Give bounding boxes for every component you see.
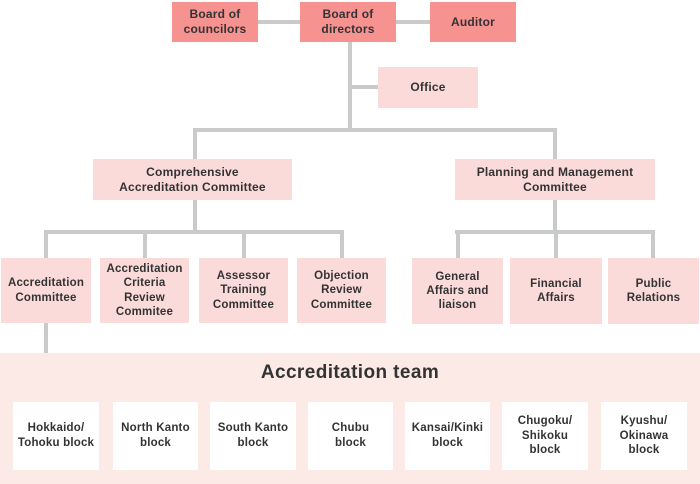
connector-line	[455, 230, 655, 234]
org-box-planning-and-management-committee: Planning and Management Committee	[455, 159, 655, 200]
connector-line	[396, 20, 430, 24]
team-block-chubu: Chubu block	[308, 402, 393, 470]
team-block-hokkaido-tohoku: Hokkaido/ Tohoku block	[13, 402, 99, 470]
connector-line	[44, 234, 48, 258]
org-box-general-affairs-and-liaison: General Affairs and liaison	[412, 258, 503, 324]
org-box-board-of-councilors: Board of councilors	[172, 2, 258, 42]
connector-line	[456, 234, 460, 258]
org-box-public-relations: Public Relations	[608, 258, 699, 324]
org-box-objection-review-committee: Objection Review Committee	[297, 258, 386, 323]
connector-line	[651, 234, 655, 258]
team-block-chugoku-shikoku: Chugoku/ Shikoku block	[502, 402, 588, 470]
org-box-financial-affairs: Financial Affairs	[510, 258, 602, 324]
org-box-comprehensive-accreditation-committee: Comprehensive Accreditation Committee	[93, 159, 292, 200]
connector-line	[553, 200, 557, 234]
org-box-office: Office	[378, 67, 478, 108]
connector-line	[554, 234, 558, 258]
org-box-accreditation-committee: Accreditation Committee	[1, 258, 91, 323]
connector-line	[143, 234, 147, 258]
team-block-north-kanto: North Kanto block	[113, 402, 198, 470]
team-block-kyushu-okinawa: Kyushu/ Okinawa block	[601, 402, 687, 470]
connector-line	[258, 20, 301, 24]
org-box-assessor-training-committee: Assessor Training Committee	[199, 258, 288, 323]
connector-line	[340, 234, 344, 258]
connector-line	[193, 132, 197, 159]
connector-line	[44, 230, 344, 234]
org-box-board-of-directors: Board of directors	[300, 2, 396, 42]
accreditation-team-title: Accreditation team	[260, 362, 440, 383]
connector-line	[553, 132, 557, 159]
connector-line	[193, 200, 197, 234]
org-box-accreditation-criteria-review-commitee: Accreditation Criteria Review Commitee	[100, 258, 189, 323]
team-block-kansai-kinki: Kansai/Kinki block	[405, 402, 490, 470]
connector-line	[348, 42, 352, 132]
connector-line	[193, 128, 557, 132]
org-box-auditor: Auditor	[430, 2, 516, 42]
connector-line	[352, 85, 378, 89]
connector-line	[242, 234, 246, 258]
team-block-south-kanto: South Kanto block	[210, 402, 296, 470]
connector-line	[44, 323, 48, 353]
